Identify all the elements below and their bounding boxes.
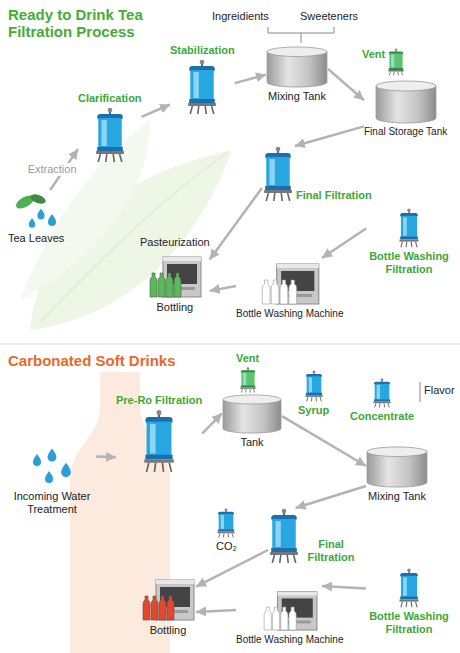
flow-arrow (210, 188, 262, 260)
bottling-icon (140, 574, 196, 622)
process-node: Concentrate (350, 378, 414, 423)
process-node: Final Filtration (268, 508, 360, 564)
node-label: Incoming Water Treatment (8, 490, 96, 516)
flavor-bracket (420, 382, 421, 402)
node-label: Clarification (78, 92, 142, 105)
process-node: Bottle Washing Filtration (366, 568, 452, 636)
process-node: Bottling (140, 574, 196, 637)
process-node: PasteurizationBottling (140, 236, 210, 314)
filter-icon (262, 146, 294, 202)
node-label: Final Filtration (296, 189, 372, 202)
flow-arrow (142, 105, 170, 117)
node-label: Final Filtration (302, 538, 360, 564)
node-label: Stabilization (170, 44, 235, 57)
tank-icon (266, 46, 328, 88)
node-label: Tank (240, 436, 263, 449)
process-node: Vent (362, 48, 405, 76)
filter-icon (186, 59, 218, 115)
leaf-watermark (20, 120, 150, 300)
drops-icon (27, 446, 77, 488)
node-label: Final Storage Tank (364, 126, 447, 138)
flow-arrow (196, 550, 268, 587)
process-node: Tea Leaves (8, 190, 64, 245)
wash-icon (259, 258, 321, 306)
node-label: Bottling (157, 301, 194, 314)
process-node: Clarification (78, 92, 142, 163)
filter-icon (94, 107, 126, 163)
node-label: Tea Leaves (8, 232, 64, 245)
text-label: Sweeteners (300, 10, 358, 23)
filter-icon (304, 370, 324, 402)
flow-arrow (328, 69, 364, 100)
section-divider (0, 344, 460, 345)
filter-icon (268, 508, 300, 564)
text-label: Carbonated Soft Drinks (8, 352, 176, 370)
flow-arrow (202, 413, 222, 433)
node-label: Mixing Tank (268, 90, 326, 103)
filter-icon (142, 409, 176, 473)
bottling-icon (147, 251, 203, 299)
process-node: Bottle Washing Machine (236, 258, 343, 320)
text-label: Ingreidients (212, 10, 269, 23)
flow-arrow (96, 455, 116, 458)
flow-arrow (235, 75, 266, 84)
node-label: Bottle Washing Filtration (366, 610, 452, 636)
flow-arrow (322, 229, 366, 258)
process-node: Vent (236, 352, 259, 393)
process-node: Stabilization (170, 44, 235, 115)
section-title: Ready to Drink Tea Filtration Process (8, 6, 173, 41)
process-node: Syrup (298, 370, 329, 417)
node-label: Bottle Washing Filtration (366, 250, 452, 276)
node-label: Mixing Tank (368, 490, 426, 503)
leaf-vein (40, 152, 228, 322)
node-label: CO₂ (216, 540, 237, 553)
filter-icon (398, 568, 420, 608)
process-node: Final Filtration (262, 146, 372, 202)
text-label: Flavor (424, 384, 455, 397)
process-node: Bottle Washing Machine (236, 586, 343, 646)
bottle-watermark (70, 372, 170, 653)
node-label: Syrup (298, 404, 329, 417)
vent-icon (387, 48, 405, 76)
wash-icon (261, 586, 319, 632)
filter-icon (372, 378, 392, 408)
process-node: Tank (222, 394, 282, 449)
node-label: Vent (362, 48, 385, 61)
process-node: Pre-Ro Filtration (116, 394, 202, 473)
flow-arrow (196, 610, 236, 612)
flow-arrow (296, 486, 366, 508)
leaves-icon (11, 190, 61, 230)
process-node: Final Storage Tank (364, 80, 447, 138)
tank-icon (375, 80, 437, 124)
node-label: Bottling (150, 624, 187, 637)
flow-arrow (282, 416, 366, 466)
node-label: Vent (236, 352, 259, 365)
flow-arrow (295, 126, 364, 146)
process-node: Mixing Tank (366, 446, 428, 503)
flow-arrow (322, 586, 366, 589)
node-label: Pre-Ro Filtration (116, 394, 202, 407)
tank-icon (222, 394, 282, 434)
process-node: CO₂ (216, 508, 237, 553)
process-node: Incoming Water Treatment (8, 446, 96, 516)
node-label: Bottle Washing Machine (236, 634, 343, 646)
process-node: Bottle Washing Filtration (366, 208, 452, 276)
node-label: Pasteurization (140, 236, 210, 249)
filter-icon (216, 508, 236, 538)
filter-icon (398, 208, 420, 248)
tank-icon (366, 446, 428, 488)
vent-icon (239, 367, 257, 393)
edge-label: Extraction (26, 163, 79, 176)
process-node: Mixing Tank (266, 46, 328, 103)
flow-arrow (210, 286, 236, 291)
ingredient-bracket (268, 27, 334, 43)
node-label: Concentrate (350, 410, 414, 423)
node-label: Bottle Washing Machine (236, 308, 343, 320)
